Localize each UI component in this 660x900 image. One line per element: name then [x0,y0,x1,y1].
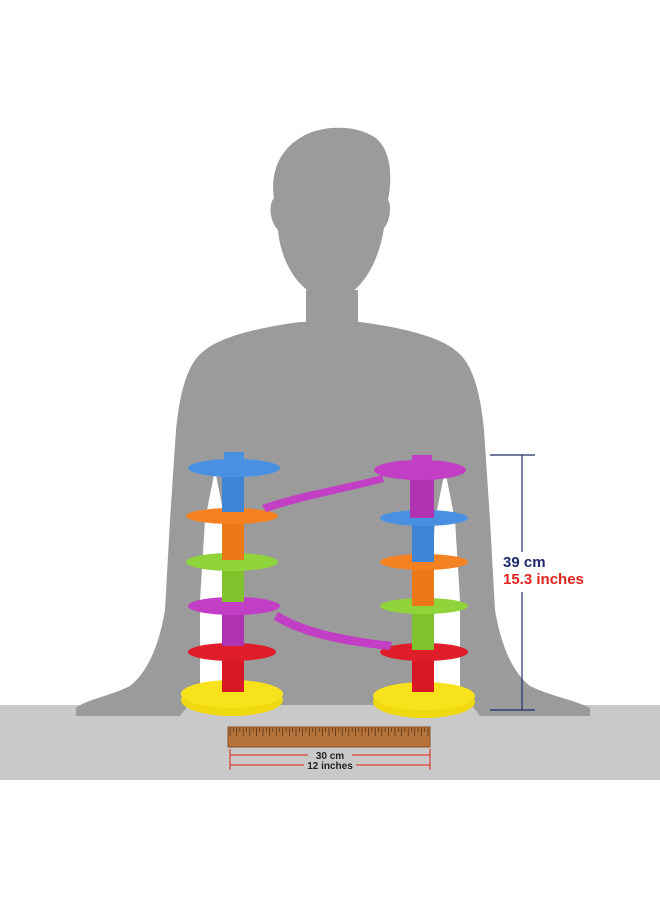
upper-ramp [262,475,384,512]
ruler [227,726,431,748]
right-tower [373,455,475,718]
width-dimension [229,749,431,770]
ruler-ticks [229,728,429,736]
width-cm-label: 30 cm [316,751,344,762]
height-cm-label: 39 cm [503,554,546,571]
width-inches-label: 12 inches [307,761,353,772]
left-tower [181,452,283,716]
person-silhouette [76,127,590,716]
height-inches-label: 15.3 inches [503,571,584,588]
lower-ramp [274,612,392,650]
height-dimension [490,454,535,711]
